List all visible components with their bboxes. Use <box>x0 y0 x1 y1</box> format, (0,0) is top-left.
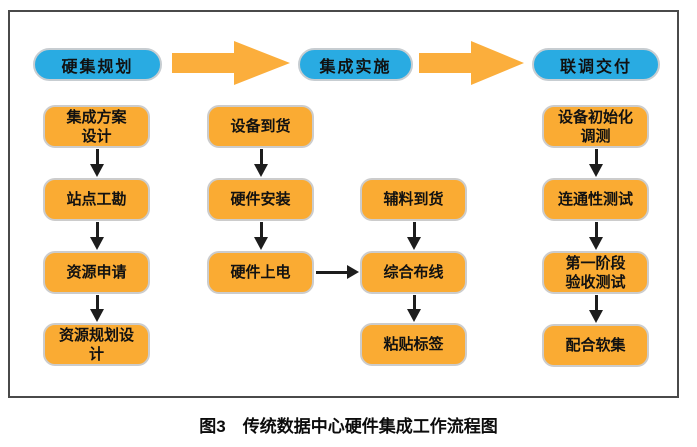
arrow-right-icon <box>316 265 359 279</box>
step-resource-request: 资源申请 <box>43 251 150 294</box>
big-arrow-right-icon <box>419 41 524 85</box>
arrow-down-icon <box>254 149 268 177</box>
arrow-down-icon <box>407 295 421 322</box>
step-integration-scheme-design: 集成方案 设计 <box>43 105 150 148</box>
arrow-shape <box>172 41 290 85</box>
step-resource-planning-design: 资源规划设 计 <box>43 323 150 366</box>
arrow-down-icon <box>589 222 603 250</box>
step-materials-arrival: 辅料到货 <box>360 178 467 221</box>
step-hardware-install: 硬件安装 <box>207 178 314 221</box>
arrow-shape <box>419 41 524 85</box>
step-hardware-power-on: 硬件上电 <box>207 251 314 294</box>
step-site-survey: 站点工勘 <box>43 178 150 221</box>
phase-pill-delivery: 联调交付 <box>532 48 660 81</box>
step-equipment-arrival: 设备到货 <box>207 105 314 148</box>
step-phase1-acceptance-test: 第一阶段 验收测试 <box>542 251 649 294</box>
arrow-down-icon <box>589 149 603 177</box>
arrow-down-icon <box>90 222 104 250</box>
figure-caption: 图3 传统数据中心硬件集成工作流程图 <box>199 417 498 436</box>
arrow-down-icon <box>407 222 421 250</box>
step-integrated-cabling: 综合布线 <box>360 251 467 294</box>
step-label-sticking: 粘贴标签 <box>360 323 467 366</box>
arrow-down-icon <box>254 222 268 250</box>
step-device-initialization: 设备初始化 调测 <box>542 105 649 148</box>
big-arrow-right-icon <box>172 41 290 85</box>
arrow-down-icon <box>90 295 104 322</box>
arrow-down-icon <box>90 149 104 177</box>
phase-pill-planning: 硬集规划 <box>33 48 162 81</box>
step-connectivity-test: 连通性测试 <box>542 178 649 221</box>
step-software-integration-support: 配合软集 <box>542 324 649 367</box>
phase-pill-implementation: 集成实施 <box>298 48 413 81</box>
arrow-down-icon <box>589 295 603 323</box>
